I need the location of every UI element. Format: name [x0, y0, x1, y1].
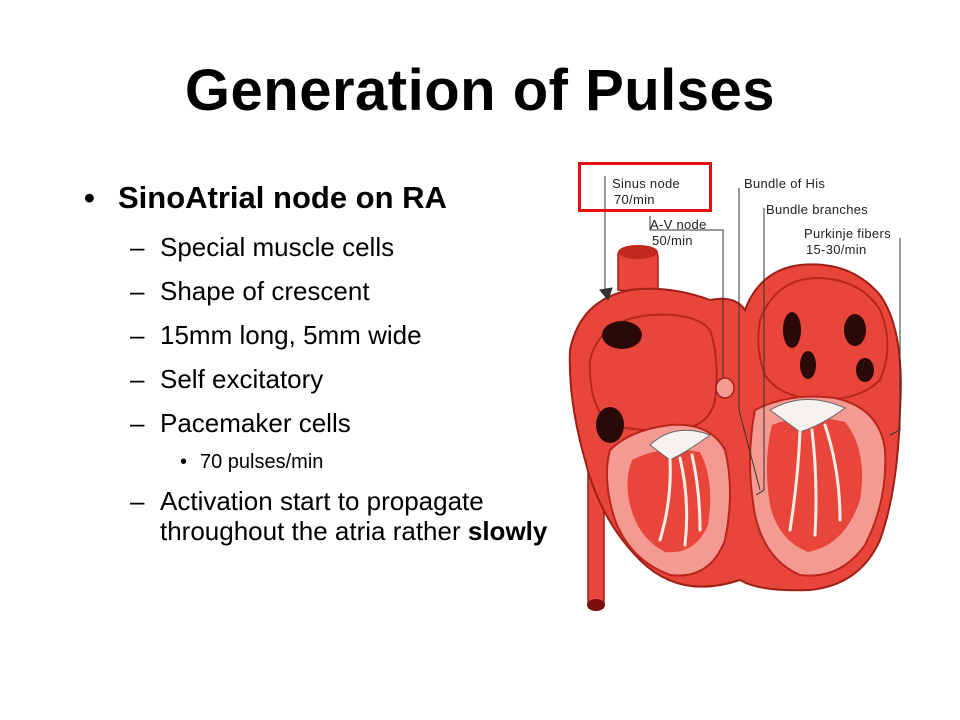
dash-glyph: – — [130, 232, 145, 262]
tricuspid-valve — [649, 429, 712, 461]
bullet-main: • SinoAtrial node on RA — [84, 178, 554, 218]
sinus-node-highlight-box — [578, 162, 712, 212]
bullet-glyph: • — [180, 451, 188, 473]
pulmonary-opening-3 — [856, 358, 874, 382]
conduction-lines — [599, 176, 901, 496]
atrial-opening-2 — [596, 407, 624, 443]
bullet-emphasis-text: slowly — [467, 516, 548, 546]
bullet-item: – Pacemaker cells — [84, 408, 554, 438]
label-av-node: A-V node — [650, 217, 707, 232]
pulmonary-opening-2 — [844, 314, 866, 346]
atrial-opening — [602, 321, 642, 349]
av-node — [715, 377, 735, 399]
bullet-main-text: SinoAtrial node on RA — [118, 180, 447, 215]
bullet-item-text: Special muscle cells — [160, 232, 395, 262]
bullet-item: – Shape of crescent — [84, 276, 554, 306]
dash-glyph: – — [130, 320, 145, 350]
dash-glyph: – — [130, 408, 145, 438]
slide-title: Generation of Pulses — [184, 58, 776, 123]
bullet-item: – 15mm long, 5mm wide — [84, 320, 554, 350]
bullet-list: • SinoAtrial node on RA – Special muscle… — [84, 178, 554, 546]
label-bundle-branches: Bundle branches — [766, 202, 869, 217]
bullet-item-text: Activation start to propagate throughout… — [160, 486, 484, 546]
dash-glyph: – — [130, 276, 145, 306]
vena-cava-opening — [587, 599, 605, 611]
label-purkinje: Purkinje fibers — [804, 226, 891, 241]
bullet-item: – Activation start to propagate througho… — [84, 486, 554, 546]
label-sinus-rate: 70/min — [614, 192, 655, 207]
heart-diagram: Sinus node 70/min A-V node 50/min Bundle… — [560, 160, 920, 620]
bullet-item: – Self excitatory — [84, 364, 554, 394]
label-bundle-his: Bundle of His — [744, 176, 826, 191]
label-sinus-node: Sinus node — [612, 176, 681, 191]
bullet-item: – Special muscle cells — [84, 232, 554, 262]
left-atrium — [757, 276, 889, 402]
label-purkinje-rate: 15-30/min — [806, 242, 867, 257]
bullet-sub-item: • 70 pulses/min — [84, 450, 554, 474]
bullet-item-text: Shape of crescent — [160, 276, 370, 306]
mitral-valve — [769, 399, 846, 433]
pulmonary-opening-1 — [783, 312, 801, 348]
heart-illustration — [568, 176, 902, 611]
bullet-item-text: Pacemaker cells — [160, 408, 351, 438]
dash-glyph: – — [130, 486, 145, 516]
pulmonary-opening-4 — [800, 351, 816, 379]
label-av-rate: 50/min — [652, 233, 693, 248]
bullet-item-text: 15mm long, 5mm wide — [160, 320, 422, 350]
dash-glyph: – — [130, 364, 145, 394]
bullet-item-text: Self excitatory — [160, 364, 324, 394]
chordae — [658, 423, 842, 547]
bullet-glyph: • — [84, 180, 95, 215]
superior-vessel-opening — [618, 245, 658, 259]
bullet-sub-item-text: 70 pulses/min — [200, 451, 324, 473]
